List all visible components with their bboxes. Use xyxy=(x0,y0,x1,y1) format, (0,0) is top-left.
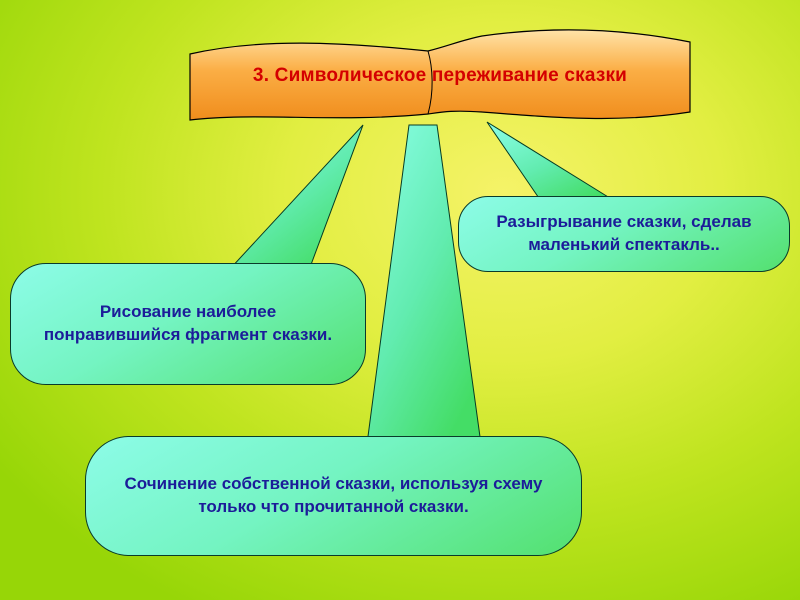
connector-triangle-middle xyxy=(366,124,482,445)
connector-triangle-right xyxy=(486,121,615,208)
title-ribbon-fold xyxy=(427,50,433,115)
connector-triangle-left xyxy=(227,124,364,271)
callout-box-drawing: Рисование наиболее понравившийся фрагмен… xyxy=(10,263,366,385)
slide-title: 3. Символическое переживание сказки xyxy=(252,65,628,86)
callout-box-acting: Разыгрывание сказки, сделав маленький сп… xyxy=(458,196,790,272)
callout-box-composing: Сочинение собственной сказки, используя … xyxy=(85,436,582,556)
callout-text-composing: Сочинение собственной сказки, используя … xyxy=(124,474,543,516)
callout-text-acting: Разыгрывание сказки, сделав маленький сп… xyxy=(496,212,752,254)
callout-text-drawing: Рисование наиболее понравившийся фрагмен… xyxy=(43,302,333,344)
title-ribbon xyxy=(189,29,691,121)
